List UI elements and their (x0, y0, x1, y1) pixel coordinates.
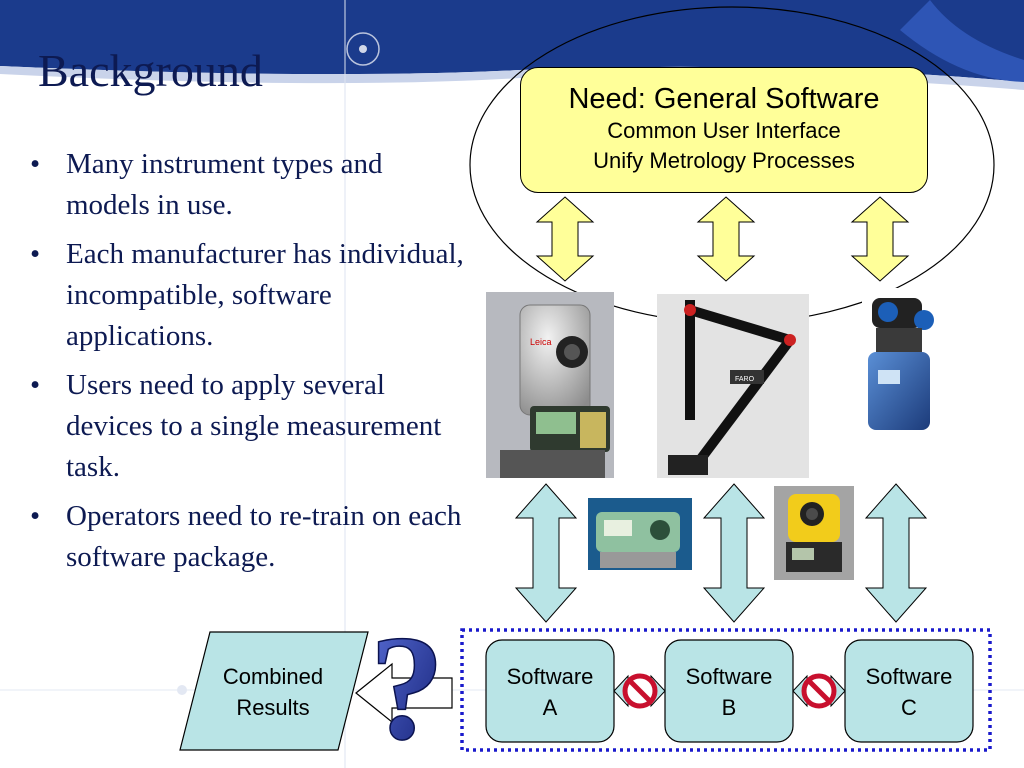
cyan-double-arrow (514, 483, 578, 623)
software-a-box (485, 639, 615, 743)
software-a-label: Software (507, 664, 594, 689)
software-c-label: Software (866, 664, 953, 689)
bullet-item: Each manufacturer has individual, incomp… (28, 234, 468, 357)
software-b-label: Software (686, 664, 773, 689)
need-line-processes: Unify Metrology Processes (593, 148, 855, 173)
total-station-photo: Leica (486, 292, 614, 478)
software-b-label: B (722, 695, 737, 720)
bullet-item: Users need to apply several devices to a… (28, 365, 468, 488)
bullet-list: Many instrument types and models in use.… (28, 144, 468, 586)
yellow-double-arrow (535, 196, 595, 282)
articulated-arm-photo: FARO (657, 294, 809, 478)
yellow-double-arrow (696, 196, 756, 282)
need-title: Need: General Software (568, 83, 880, 115)
no-entry-icon (801, 673, 837, 709)
combined-results-shape (179, 631, 369, 751)
question-mark: ? (370, 605, 445, 768)
need-general-software-box: Need: General Software Common User Inter… (520, 67, 928, 193)
software-group-border (460, 628, 992, 752)
bullet-item: Operators need to re-train on each softw… (28, 496, 468, 578)
software-c-label: C (901, 695, 917, 720)
blocked-connector-bc (792, 673, 846, 709)
svg-text:FARO: FARO (735, 376, 755, 383)
combined-results-label: Combined (223, 664, 323, 689)
page-title: Background (38, 45, 263, 96)
svg-text:Leica: Leica (530, 337, 552, 347)
cyan-double-arrow (864, 483, 928, 623)
bullet-item: Many instrument types and models in use. (28, 144, 468, 226)
laser-tracker-photo (862, 288, 938, 434)
need-line-ui: Common User Interface (607, 118, 841, 143)
cyan-double-arrow (702, 483, 766, 623)
no-entry-icon (622, 673, 658, 709)
software-c-box (844, 639, 974, 743)
combined-results-label: Results (236, 695, 309, 720)
yellow-double-arrow (850, 196, 910, 282)
software-b-box (664, 639, 794, 743)
yellow-total-station-photo (774, 486, 854, 580)
software-a-label: A (543, 695, 558, 720)
digital-level-photo (588, 498, 692, 570)
left-arrow (355, 662, 453, 724)
blocked-connector-ab (613, 673, 666, 709)
